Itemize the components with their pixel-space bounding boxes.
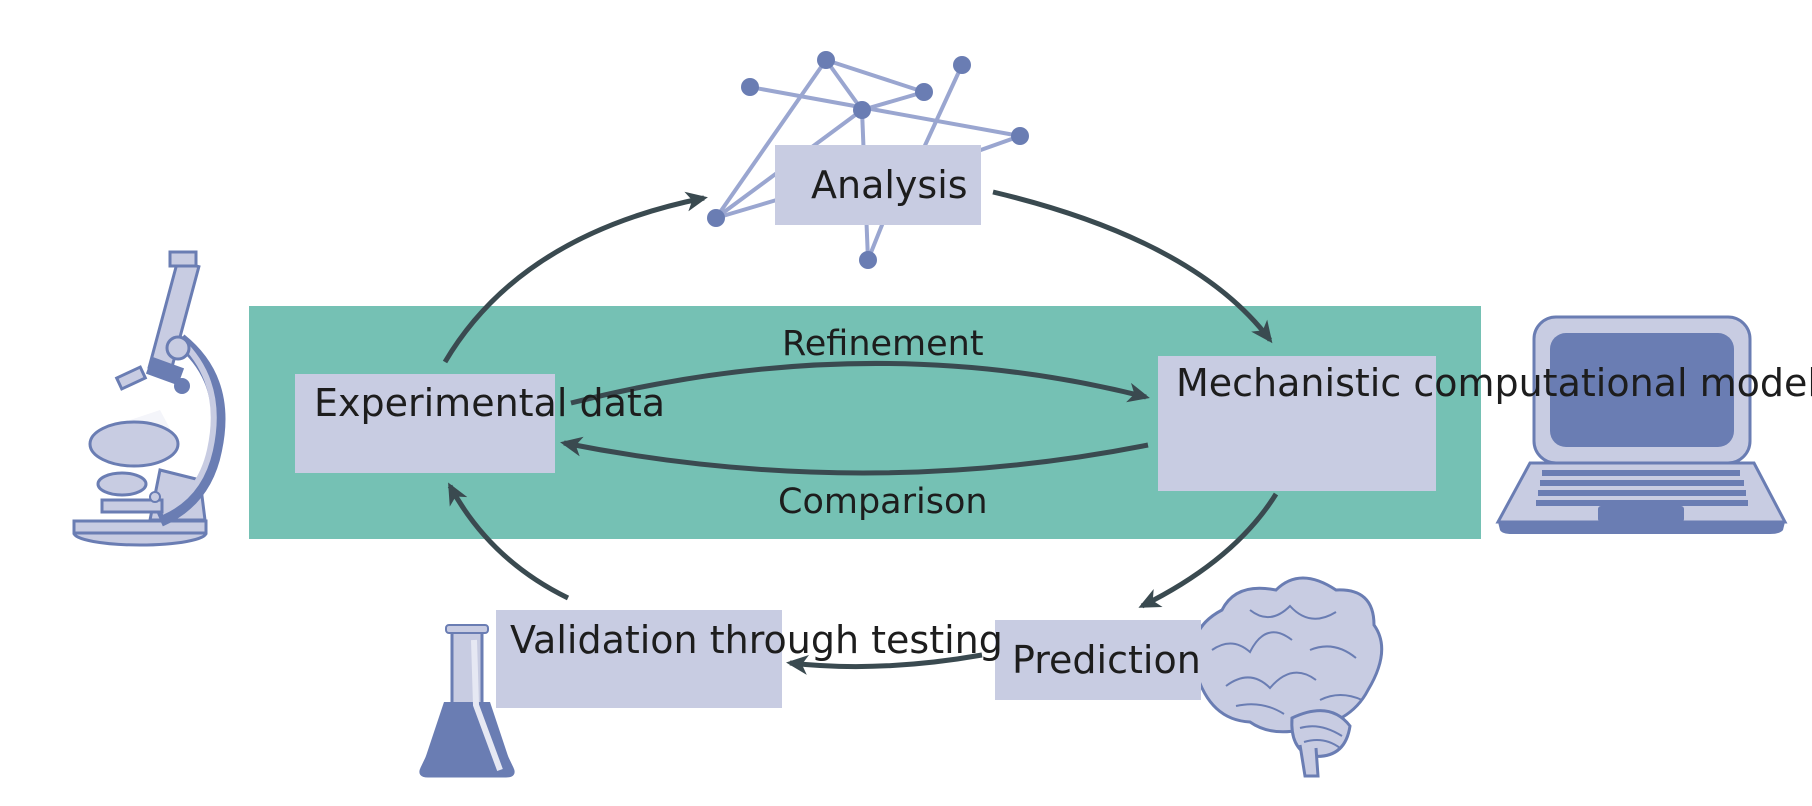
arrow-model-to-prediction	[1138, 492, 1279, 609]
laptop-icon	[1495, 315, 1788, 534]
comparison-label: Comparison	[778, 482, 988, 522]
analysis-label: Analysis	[811, 163, 968, 207]
model-line-1: Mechanistic	[1176, 361, 1402, 405]
analysis-box	[775, 145, 981, 225]
microscope-icon	[72, 250, 226, 547]
arrow-refinement	[570, 360, 1150, 406]
experimental-data-box	[295, 374, 555, 473]
model-label: Mechanistic computational model	[1176, 363, 1812, 404]
experimental-data-label: Experimental data	[314, 383, 665, 424]
network-nodes	[707, 51, 1029, 269]
prediction-box	[995, 620, 1201, 700]
validation-label: Validation through testing	[510, 620, 1003, 661]
brain-icon	[1191, 576, 1384, 778]
experimental-data-line-1: Experimental	[314, 381, 568, 425]
cycle-arrows	[442, 189, 1279, 675]
arrow-analysis-to-model	[992, 189, 1273, 344]
experimental-data-line-2: data	[579, 381, 666, 425]
arrow-comparison	[560, 436, 1149, 476]
model-line-2: computational	[1413, 361, 1688, 405]
arrow-prediction-to-validation	[786, 652, 983, 675]
validation-box	[496, 610, 782, 708]
validation-line-1: Validation	[510, 618, 698, 662]
validation-line-2: through testing	[709, 618, 1003, 662]
arrow-data-to-analysis	[442, 191, 708, 364]
model-box	[1158, 356, 1436, 491]
flask-icon	[419, 624, 515, 778]
prediction-label: Prediction	[1012, 638, 1201, 682]
arrow-validation-to-data	[447, 482, 570, 601]
refinement-label: Refinement	[782, 324, 984, 364]
model-line-3: model	[1699, 361, 1812, 405]
